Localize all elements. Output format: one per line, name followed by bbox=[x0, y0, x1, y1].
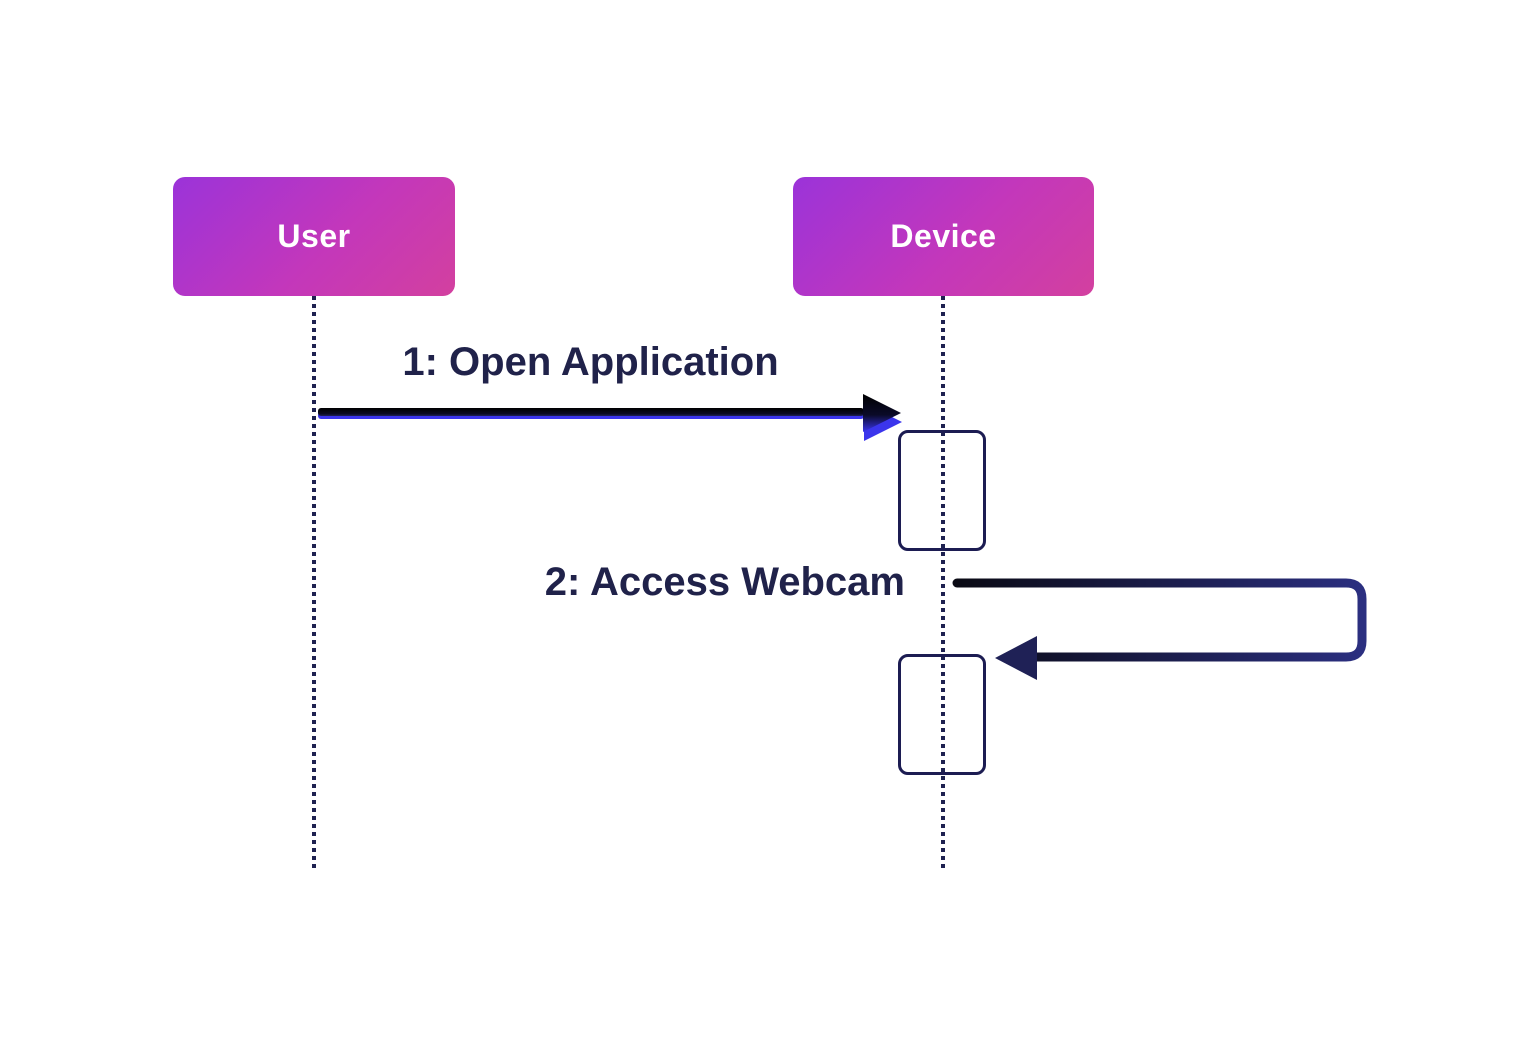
message-1-line bbox=[318, 408, 864, 416]
activation-box-2[interactable] bbox=[898, 654, 986, 775]
actor-box-user[interactable]: User bbox=[173, 177, 455, 296]
message-2-self-loop[interactable] bbox=[952, 578, 1367, 680]
actor-label-user: User bbox=[277, 218, 351, 254]
lifeline-user bbox=[312, 296, 316, 868]
message-2-loop-line bbox=[952, 578, 1367, 662]
message-2-arrowhead-icon bbox=[995, 636, 1037, 680]
activation-box-1[interactable] bbox=[898, 430, 986, 551]
actor-box-device[interactable]: Device bbox=[793, 177, 1094, 296]
message-1-label[interactable]: 1: Open Application bbox=[402, 340, 779, 384]
lifeline-device bbox=[941, 296, 945, 868]
message-1-arrowhead-icon bbox=[863, 394, 901, 432]
message-1-shadow-arrowhead bbox=[864, 403, 902, 441]
message-1-arrow[interactable] bbox=[318, 394, 902, 441]
message-2-label[interactable]: 2: Access Webcam bbox=[544, 560, 905, 604]
actor-label-device: Device bbox=[890, 218, 997, 254]
message-1-shadow-line bbox=[318, 412, 864, 419]
